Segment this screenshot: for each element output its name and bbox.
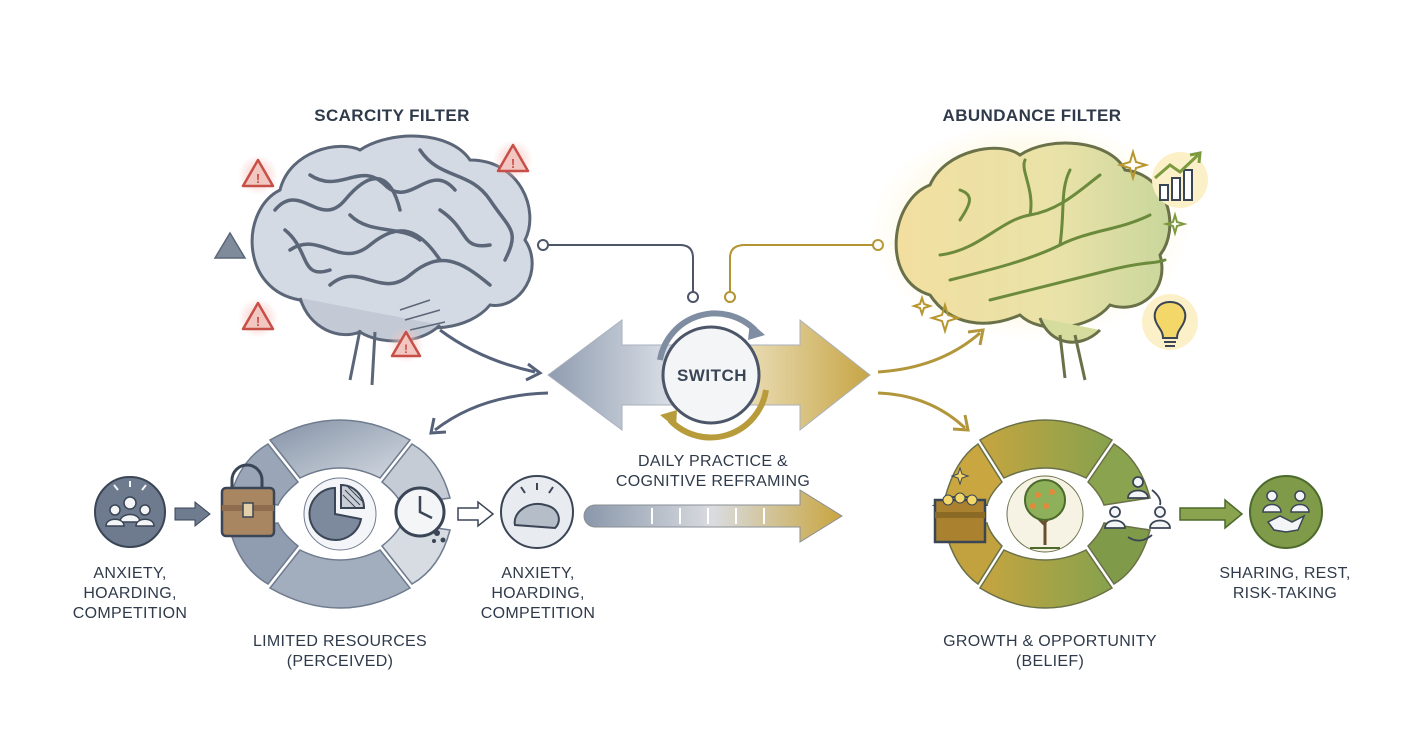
sparkle-icon bbox=[910, 148, 1188, 335]
lightbulb-icon bbox=[1142, 294, 1198, 350]
exchange-people-icon bbox=[1104, 476, 1171, 542]
practice-progress-arrow bbox=[583, 489, 843, 543]
arrow-brain-to-switch bbox=[439, 328, 543, 382]
scarcity-right-label: ANXIETY, HOARDING, COMPETITION bbox=[480, 565, 596, 622]
switch-label: SWITCH bbox=[676, 366, 748, 385]
triangle-marker bbox=[213, 231, 247, 259]
warning-icon: ! bbox=[238, 155, 278, 195]
tree-icon bbox=[1006, 475, 1084, 553]
stone-icon bbox=[500, 475, 574, 549]
abundance-outcome-label: SHARING, REST, RISK-TAKING bbox=[1219, 565, 1351, 602]
warning-icon: ! bbox=[238, 298, 278, 338]
svg-text:!: ! bbox=[404, 342, 408, 356]
handshake-icon bbox=[1249, 475, 1323, 549]
people-icon bbox=[94, 476, 166, 548]
scarcity-left-label: ANXIETY, HOARDING, COMPETITION bbox=[72, 565, 188, 622]
svg-text:!: ! bbox=[511, 156, 515, 171]
arrow-cycle-to-stone bbox=[457, 500, 495, 528]
switch-button[interactable] bbox=[657, 310, 769, 441]
scarcity-brain-icon bbox=[250, 134, 534, 386]
abundance-connector bbox=[724, 239, 884, 303]
abundance-cycle-ring bbox=[944, 419, 1151, 609]
padlock-icon bbox=[220, 463, 276, 538]
practice-label: DAILY PRACTICE & COGNITIVE REFRAMING bbox=[615, 453, 811, 490]
clock-icon bbox=[394, 486, 446, 543]
abundance-title: ABUNDANCE FILTER bbox=[942, 106, 1122, 125]
abundance-brain-icon bbox=[870, 120, 1190, 381]
scarcity-title: SCARCITY FILTER bbox=[314, 106, 470, 125]
arrow-people-to-cycle bbox=[174, 500, 211, 528]
arrow-switch-to-cycle bbox=[429, 391, 549, 435]
arrow-cycle-to-outcome bbox=[1179, 498, 1244, 530]
scarcity-cycle-ring bbox=[229, 419, 451, 609]
warning-icon: ! bbox=[388, 327, 424, 363]
warning-icon: ! bbox=[493, 140, 533, 180]
abundance-cycle-label: GROWTH & OPPORTUNITY (BELIEF) bbox=[943, 633, 1157, 670]
growth-chart-icon bbox=[1152, 151, 1208, 208]
svg-text:!: ! bbox=[256, 171, 260, 186]
scarcity-cycle-label: LIMITED RESOURCES (PERCEIVED) bbox=[252, 633, 427, 670]
svg-text:!: ! bbox=[256, 314, 260, 329]
pie-chart-icon bbox=[303, 477, 377, 551]
treasure-chest-icon bbox=[931, 466, 989, 544]
arrow-switch-to-brain bbox=[877, 328, 985, 374]
scarcity-connector bbox=[537, 239, 699, 303]
arrow-switch-to-cycle-abundance bbox=[877, 391, 970, 432]
